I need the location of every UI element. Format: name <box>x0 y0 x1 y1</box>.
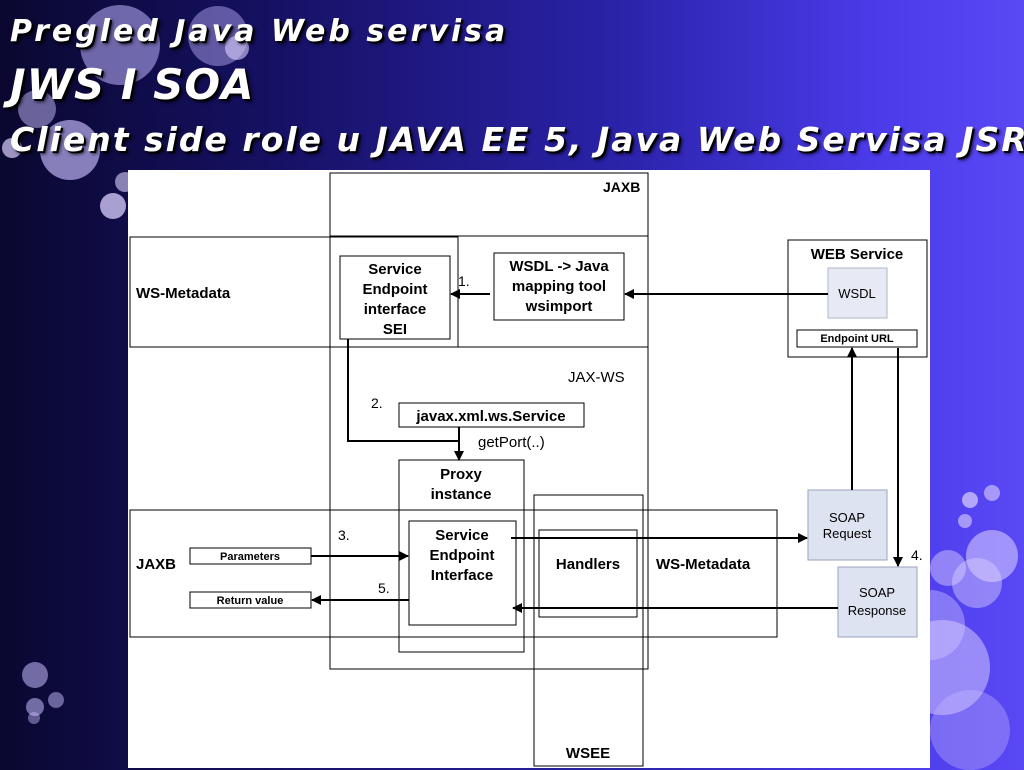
sei-inner-box <box>408 520 517 626</box>
wsimport-label-3: wsimport <box>525 298 593 315</box>
decorative-bubble <box>966 530 1018 582</box>
ws-metadata-left-label: WS-Metadata <box>136 285 231 302</box>
decorative-bubble <box>952 558 1002 608</box>
jaxb-top-label: JAXB <box>603 179 641 195</box>
wsee-box <box>533 494 644 767</box>
step3-label: 3. <box>338 527 350 543</box>
soap-request-label-2: Request <box>822 526 872 541</box>
wsdl-box <box>827 267 888 319</box>
web-service-title: WEB Service <box>810 246 904 263</box>
lower-band-box <box>129 509 778 638</box>
decorative-bubble <box>100 193 126 219</box>
jaxb-left-label: JAXB <box>136 556 177 573</box>
jaxb-container-box <box>329 172 649 670</box>
step5-label: 5. <box>378 580 390 596</box>
proxy-label-2: instance <box>430 486 492 503</box>
wsimport-label-1: WSDL -> Java <box>509 258 609 275</box>
decorative-bubble <box>18 90 56 128</box>
javax-service-box <box>398 402 585 428</box>
javax-service-label: javax.xml.ws.Service <box>416 408 566 425</box>
decorative-bubble <box>80 5 160 85</box>
wsimport-label-2: mapping tool <box>511 278 607 295</box>
decorative-bubble <box>984 485 1000 501</box>
get-port-label: getPort(..) <box>478 434 545 451</box>
sei-inner-label-1: Service <box>435 527 489 544</box>
slide-title-line1: Pregled Java Web servisa <box>10 14 509 49</box>
ws-metadata-right-label: WS-Metadata <box>656 556 751 573</box>
sei-inner-label-2: Endpoint <box>429 547 495 564</box>
wsimport-box <box>493 252 625 321</box>
jaxws-client-diagram: JAXB WS-Metadata Service Endpoint interf… <box>128 170 930 768</box>
sei-label-3: interface <box>363 301 427 318</box>
handlers-box <box>538 529 638 618</box>
decorative-bubble <box>930 690 1010 770</box>
jax-ws-label: JAX-WS <box>568 369 625 386</box>
soap-request-box <box>807 489 888 561</box>
sei-inner-label-3: Interface <box>430 567 494 584</box>
decorative-bubble <box>2 138 22 158</box>
parameters-label: Parameters <box>220 551 280 563</box>
wsdl-label: WSDL <box>838 286 876 301</box>
step1-label: 1. <box>458 273 470 289</box>
decorative-bubble <box>930 550 966 586</box>
decorative-bubble <box>48 692 64 708</box>
decorative-bubble <box>962 492 978 508</box>
decorative-bubble <box>958 514 972 528</box>
endpoint-url-box <box>796 329 918 348</box>
arrow-step2 <box>347 339 464 461</box>
decorative-bubble <box>26 698 44 716</box>
sei-label-4: SEI <box>382 321 408 338</box>
endpoint-url-label: Endpoint URL <box>820 333 894 345</box>
soap-response-label-1: SOAP <box>858 585 896 600</box>
soap-response-box <box>837 566 918 638</box>
soap-response-label-2: Response <box>847 603 907 618</box>
sei-label-2: Endpoint <box>362 281 428 298</box>
return-value-label: Return value <box>216 595 284 607</box>
handlers-label: Handlers <box>555 556 621 573</box>
decorative-bubble <box>225 36 249 60</box>
wsee-label: WSEE <box>565 745 611 762</box>
sei-label-1: Service <box>368 261 422 278</box>
slide-title-line2: JWS I SOA <box>10 60 255 109</box>
step4-label: 4. <box>911 547 923 563</box>
step2-label: 2. <box>371 395 383 411</box>
decorative-bubble <box>28 712 40 724</box>
web-service-box <box>787 239 928 358</box>
proxy-label-1: Proxy <box>440 466 482 483</box>
slide-title-line3: Client side role u JAVA EE 5, Java Web S… <box>10 120 1024 159</box>
soap-request-label-1: SOAP <box>828 510 866 525</box>
decorative-bubble <box>40 120 100 180</box>
decorative-bubble <box>22 662 48 688</box>
